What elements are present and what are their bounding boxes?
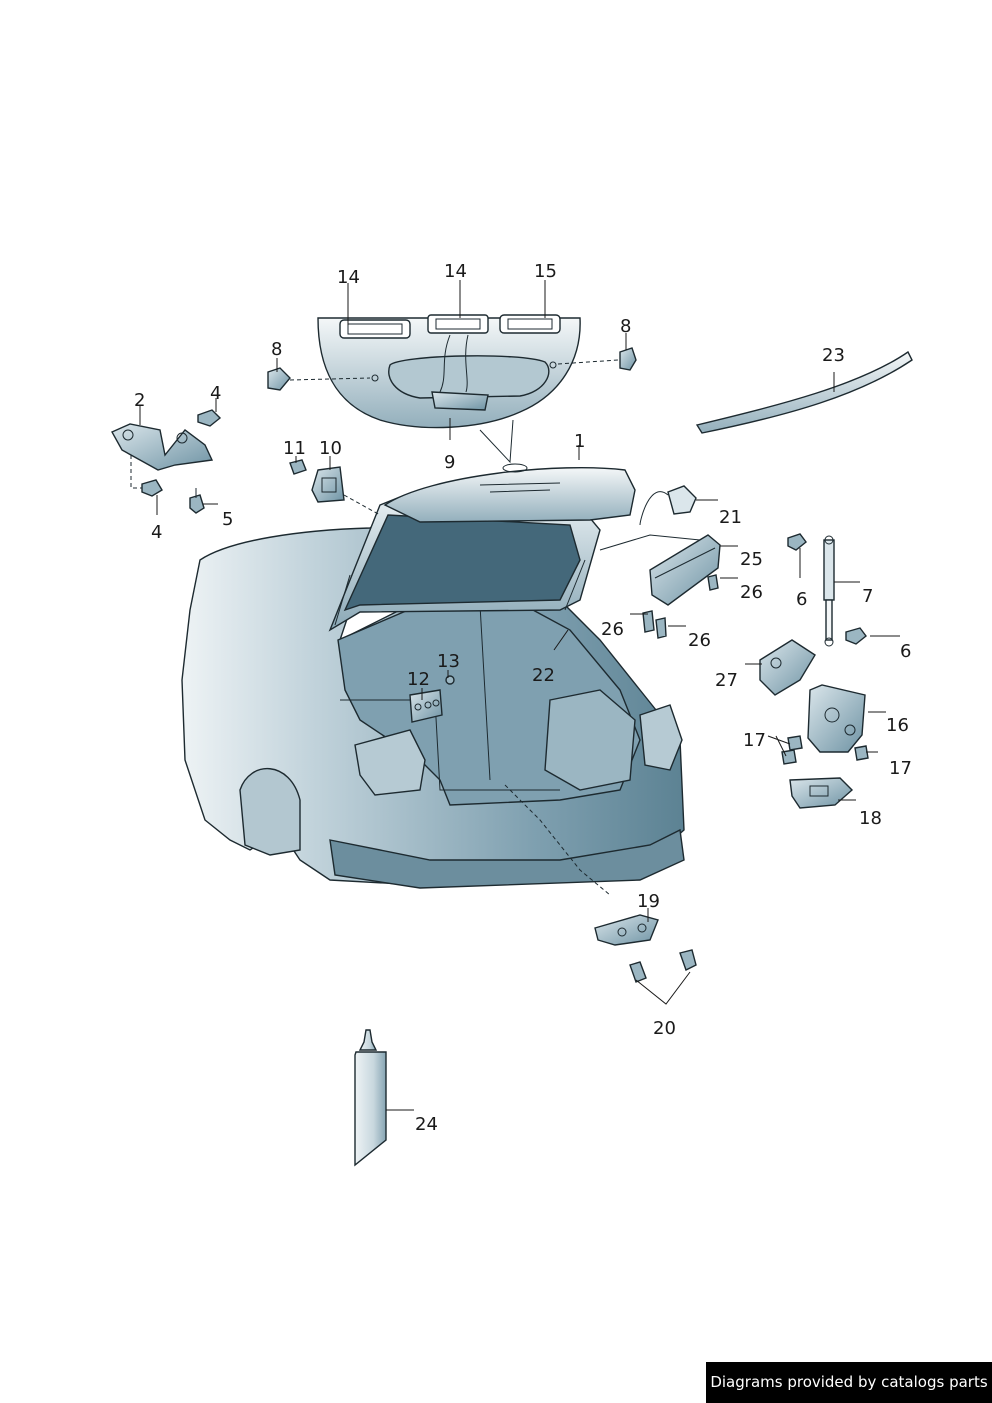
callout-27: 27 <box>715 670 738 691</box>
bolt-icon <box>130 455 163 497</box>
callout-9: 9 <box>444 452 455 473</box>
callout-15: 14 <box>444 261 467 282</box>
callout-5: 5 <box>222 509 233 530</box>
module-25 <box>599 534 721 639</box>
credit-banner: Diagrams provided by catalogs parts <box>706 1362 992 1403</box>
callout-21: 21 <box>719 507 742 528</box>
callout-8: 8 <box>271 339 282 360</box>
callout-2: 2 <box>134 390 145 411</box>
callout-16: 16 <box>886 715 909 736</box>
callout-1: 1 <box>574 431 585 452</box>
callout-13: 13 <box>437 651 460 672</box>
callout-24: 24 <box>415 1114 438 1135</box>
callout-14: 15 <box>534 261 557 282</box>
callout-10: 10 <box>319 438 342 459</box>
sealant-tube-24 <box>354 1029 387 1167</box>
hinge-assembly <box>111 409 222 514</box>
callout-4: 4 <box>151 522 162 543</box>
callout-17: 17 <box>743 730 766 751</box>
gas-strut-7 <box>787 533 867 647</box>
callout-26: 26 <box>688 630 711 651</box>
callout-7: 7 <box>862 586 873 607</box>
callout-17: 17 <box>889 758 912 779</box>
callout-6: 6 <box>796 589 807 610</box>
callout-11: 11 <box>283 438 306 459</box>
callout-23: 23 <box>822 345 845 366</box>
clip-right-icon <box>557 347 637 371</box>
clip-left-icon <box>267 367 371 391</box>
callout-4: 4 <box>210 383 221 404</box>
callout-14: 14 <box>337 267 360 288</box>
bolt-icon <box>189 488 205 514</box>
callout-8: 8 <box>620 316 631 337</box>
callout-labels: 1 2 4 4 5 6 6 7 8 8 9 10 11 12 13 14 14 … <box>134 261 912 1135</box>
callout-26: 26 <box>740 582 763 603</box>
callout-20: 20 <box>653 1018 676 1039</box>
callout-6: 6 <box>900 641 911 662</box>
callout-19: 19 <box>637 891 660 912</box>
trim-strip-23 <box>695 350 913 434</box>
car-body <box>181 463 685 896</box>
callout-22: 22 <box>532 665 555 686</box>
callout-26: 26 <box>601 619 624 640</box>
lamp-21 <box>639 485 697 526</box>
callout-12: 12 <box>407 669 430 690</box>
trim-panel-detail <box>267 314 637 464</box>
callout-18: 18 <box>859 808 882 829</box>
lock-assembly <box>759 639 869 809</box>
bolt-icon <box>197 409 222 427</box>
leader-lines <box>139 280 900 1111</box>
callout-25: 25 <box>740 549 763 570</box>
switch-assembly <box>289 459 381 516</box>
bracket-19 <box>594 914 697 983</box>
bracket-12 <box>409 675 455 723</box>
